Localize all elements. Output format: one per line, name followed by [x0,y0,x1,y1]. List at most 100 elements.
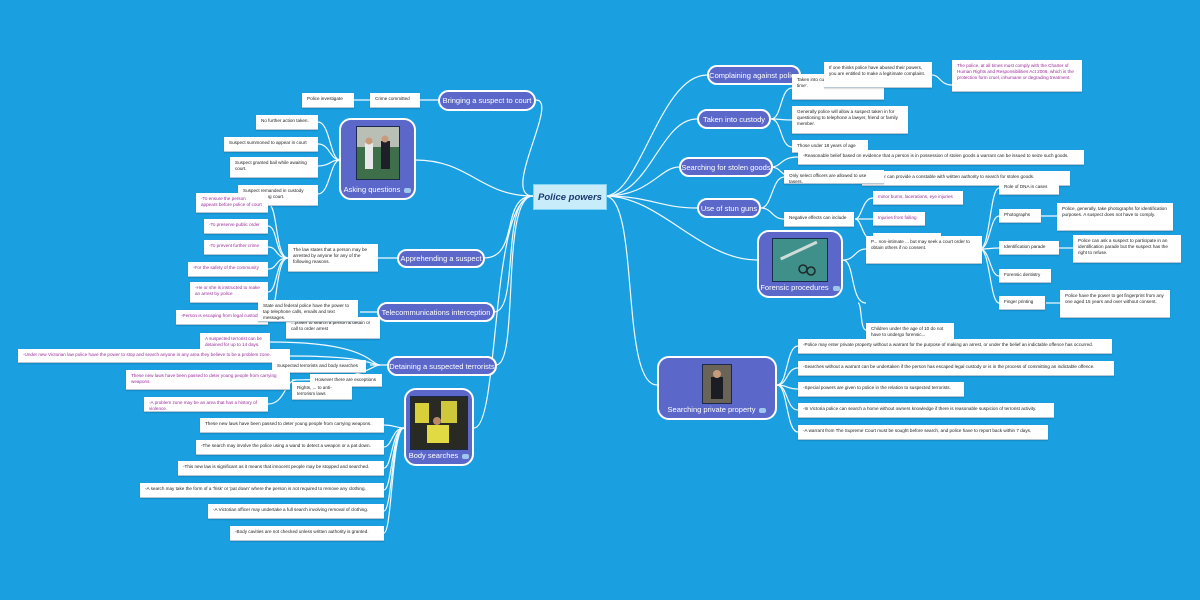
note-text: -Special powers are given to police in t… [803,385,951,390]
topic-label: Forensic procedures [760,283,829,292]
comment-icon[interactable] [404,187,412,193]
note-text: Forensic dentistry [1004,272,1041,277]
topic-telecom-interception[interactable]: Telecommunications interception [377,302,495,322]
note-id-parade-desc[interactable]: Police can ask a suspect to participate … [1073,235,1181,263]
note-community-safety[interactable]: -For the safety of the community [188,262,268,277]
note-prevent-crime[interactable]: -To prevent further crime [204,240,268,255]
note-children-under-10[interactable]: Children under the age of 10 do not have… [866,323,954,340]
note-state-federal[interactable]: State and federal police have the power … [258,300,358,322]
note-preserve-peace[interactable]: -To preserve public order [204,219,268,234]
note-private-no-warrant[interactable]: -Searches without a warrant can be under… [798,361,1114,376]
note-text: If one thinks police have abused their p… [829,65,926,77]
comment-icon[interactable] [832,285,840,291]
topic-complaining-police[interactable]: Complaining against police [707,65,801,85]
note-text: -Searches without a warrant can be under… [803,364,1095,369]
note-text: No further action taken. [261,118,309,123]
note-text: -A Victorian officer may undertake a ful… [213,507,369,512]
note-text: Role of DNA in cases [1004,184,1048,189]
note-frisk[interactable]: -A search may take the form of a 'frisk'… [140,483,384,498]
note-text: -To preserve public order [209,222,260,227]
note-full-search[interactable]: -A Victorian officer may undertake a ful… [208,504,384,519]
note-text: The law states that a person may be arre… [293,247,368,265]
topic-forensic-procedures[interactable]: Forensic procedures [757,230,843,298]
note-new-laws-pink[interactable]: These new laws have been passed to deter… [126,370,290,390]
note-body-cavities[interactable]: -Body cavities are not checked unless wr… [230,526,384,541]
note-private-special-powers[interactable]: -Special powers are given to police in t… [798,382,964,397]
note-text: Finger printing [1004,299,1034,304]
note-abused-powers[interactable]: If one thinks police have abused their p… [824,62,932,88]
note-wand-search[interactable]: -The search may involve the police using… [196,440,384,455]
note-innocent-searched[interactable]: -This new law is significant as it means… [178,461,384,476]
note-power-to-search[interactable]: ...power to search a person & detain or … [286,317,380,339]
note-private-without-knowledge[interactable]: -In Victoria police can search a home wi… [798,403,1054,418]
topic-detaining-terrorists[interactable]: Detaining a suspected terrorists [387,356,497,376]
topic-searching-private-property[interactable]: Searching private property [657,356,777,420]
note-photographs[interactable]: Photographs [999,209,1041,223]
note-finger-printing[interactable]: Finger printing [999,296,1045,310]
note-text: -Reasonable belief based on evidence tha… [803,153,1069,158]
topic-label: Apprehending a suspect [400,254,482,263]
note-problem-zone[interactable]: -A problem zone may be an area that has … [144,397,268,412]
note-law-states[interactable]: The law states that a person may be arre… [288,244,378,272]
note-text: Photographs [1004,212,1031,217]
note-negative-effects[interactable]: Negative effects can include [784,212,854,227]
note-text: Police have the power to get fingerprint… [1065,293,1164,305]
note-minor-burns[interactable]: minor burns, lacerations, eye injuries [873,191,963,205]
topic-label: Complaining against police [709,70,799,80]
note-text: Suspected terrorists and body searches [277,363,358,368]
topic-apprehending-suspect[interactable]: Apprehending a suspect [397,249,485,268]
central-topic[interactable]: Police powers [533,184,607,210]
note-text: Only select officers are allowed to use … [789,173,867,185]
topic-stolen-goods[interactable]: Searching for stolen goods [679,157,773,177]
note-new-laws[interactable]: These new laws have been passed to deter… [200,418,384,433]
note-finger-printing-desc[interactable]: Police have the power to get fingerprint… [1060,290,1170,318]
note-text: -He or she is instructed to make an arre… [195,285,260,297]
note-generally-telephone[interactable]: Generally police will allow a suspect ta… [792,106,908,134]
note-instructed-arrest[interactable]: -He or she is instructed to make an arre… [190,282,268,303]
note-under-new-law[interactable]: -Under new Victorian law police have the… [18,349,290,363]
note-text: Identification parade [1004,244,1046,249]
note-text: Police can ask a suspect to participate … [1078,238,1168,256]
topic-label: Asking questions [343,185,401,194]
note-text: State and federal police have the power … [263,303,350,321]
topic-label: Telecommunications interception [381,307,491,317]
note-select-officers-tasers[interactable]: Only select officers are allowed to use … [784,170,884,184]
note-text: -For the safety of the community [193,265,259,270]
note-police-investigate[interactable]: Police investigate [302,93,354,108]
note-suspect-summoned[interactable]: Suspect summoned to appear in court [224,137,318,152]
note-text: P... non-intimate ... but may seek a cou… [871,239,970,251]
note-non-intimate-samples[interactable]: P... non-intimate ... but may seek a cou… [866,236,982,264]
note-text: A suspected terrorist can be detained fo… [205,336,262,348]
note-injuries-falling[interactable]: Injuries from falling [873,212,925,226]
note-text: However there are exceptions [315,377,377,382]
note-suspected-terrorists[interactable]: Suspected terrorists and body searches [272,360,366,373]
topic-taken-into-custody[interactable]: Taken into custody [697,109,771,129]
central-topic-label: Police powers [538,191,602,203]
comment-icon[interactable] [759,407,767,413]
note-private-enter[interactable]: -Police may enter private property witho… [798,339,1112,354]
topic-bringing-suspect[interactable]: Bringing a suspect to court [438,90,536,111]
note-forensic-dentistry[interactable]: Forensic dentistry [999,269,1051,283]
topic-label: Body searches [408,451,459,460]
note-identification-parade[interactable]: Identification parade [999,241,1059,255]
note-ensure-appears[interactable]: -To ensure the person appears before pol… [196,193,268,213]
topic-label: Use of stun guns [700,203,758,213]
topic-stun-guns[interactable]: Use of stun guns [697,198,761,218]
note-text: These new laws have been passed to deter… [205,421,372,426]
note-reasonable-belief[interactable]: -Reasonable belief based on evidence tha… [798,150,1084,165]
note-rights-anti-terrorism[interactable]: Rights, ... to anti-terrorism laws [292,382,352,400]
note-crime-committed[interactable]: Crime committed [370,93,420,108]
note-text: ...spector can provide a constable with … [867,174,1035,179]
note-role-dna[interactable]: Role of DNA in cases [999,181,1059,195]
note-text: Negative effects can include [789,215,847,220]
note-no-further-action[interactable]: No further action taken. [256,115,318,130]
note-suspect-bail[interactable]: Suspect granted bail while awaiting cour… [230,157,318,178]
note-charter-human-rights[interactable]: The police, at all times must comply wit… [952,60,1082,92]
comment-icon[interactable] [462,453,470,459]
note-private-supreme-court[interactable]: -A warrant from The Supreme Court must b… [798,425,1048,440]
note-text: ...power to search a person & detain or … [291,320,371,332]
topic-asking-questions[interactable]: Asking questions [339,118,416,200]
note-escaping-custody[interactable]: -Person is escaping from legal custody [176,310,268,325]
note-photographs-desc[interactable]: Police, generally, take photographs for … [1057,203,1173,231]
topic-body-searches[interactable]: Body searches [404,388,474,466]
